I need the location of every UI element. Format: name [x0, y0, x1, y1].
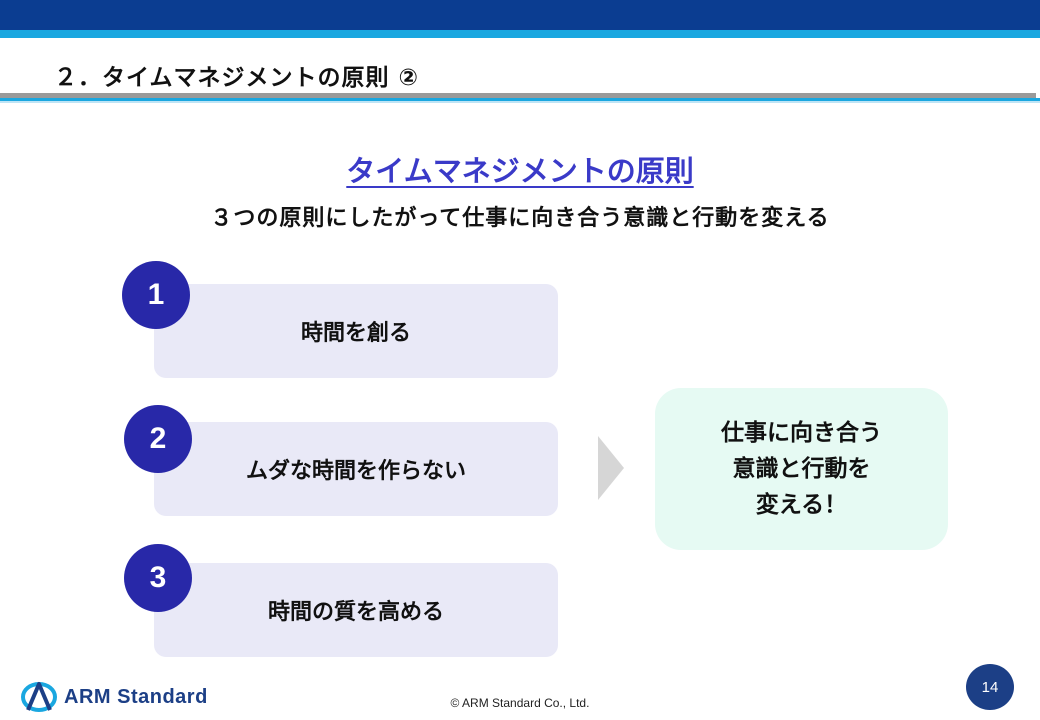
header-band: [0, 0, 1040, 30]
result-line-3: 変える！: [755, 492, 848, 518]
principle-number-1: 1: [122, 261, 190, 329]
principle-text-2: ムダな時間を作らない: [245, 459, 466, 484]
main-heading-text: タイムマネジメントの原則: [346, 154, 694, 188]
principle-text-3: 時間の質を高める: [267, 600, 444, 625]
result-box: 仕事に向き合う 意識と行動を 変える！: [655, 388, 948, 550]
title-rule-light: [0, 101, 1040, 103]
brand-logo: ARM Standard: [20, 680, 208, 714]
page-number: 14: [966, 664, 1014, 710]
arm-logo-icon: [21, 682, 57, 712]
sub-heading: ３つの原則にしたがって仕事に向き合う意識と行動を変える: [210, 206, 830, 231]
header-stripe: [0, 30, 1040, 38]
result-line-2: 意識と行動を: [732, 456, 871, 482]
title-rule-shadow: [0, 93, 1036, 98]
principle-card-1: 時間を創る: [154, 284, 558, 378]
principle-card-3: 時間の質を高める: [154, 563, 558, 657]
principle-number-3: 3: [124, 544, 192, 612]
principle-card-2: ムダな時間を作らない: [154, 422, 558, 516]
principle-number-2: 2: [124, 405, 192, 473]
principle-text-1: 時間を創る: [300, 321, 411, 346]
result-line-1: 仕事に向き合う: [721, 420, 882, 446]
title-rule: [0, 98, 1040, 101]
chevron-right-icon: [598, 436, 624, 500]
brand-name: ARM Standard: [64, 685, 208, 708]
section-title: ２．タイムマネジメントの原則 ②: [54, 65, 420, 91]
main-heading: タイムマネジメントの原則: [0, 148, 1040, 190]
copyright: © ARM Standard Co., Ltd.: [450, 696, 590, 710]
